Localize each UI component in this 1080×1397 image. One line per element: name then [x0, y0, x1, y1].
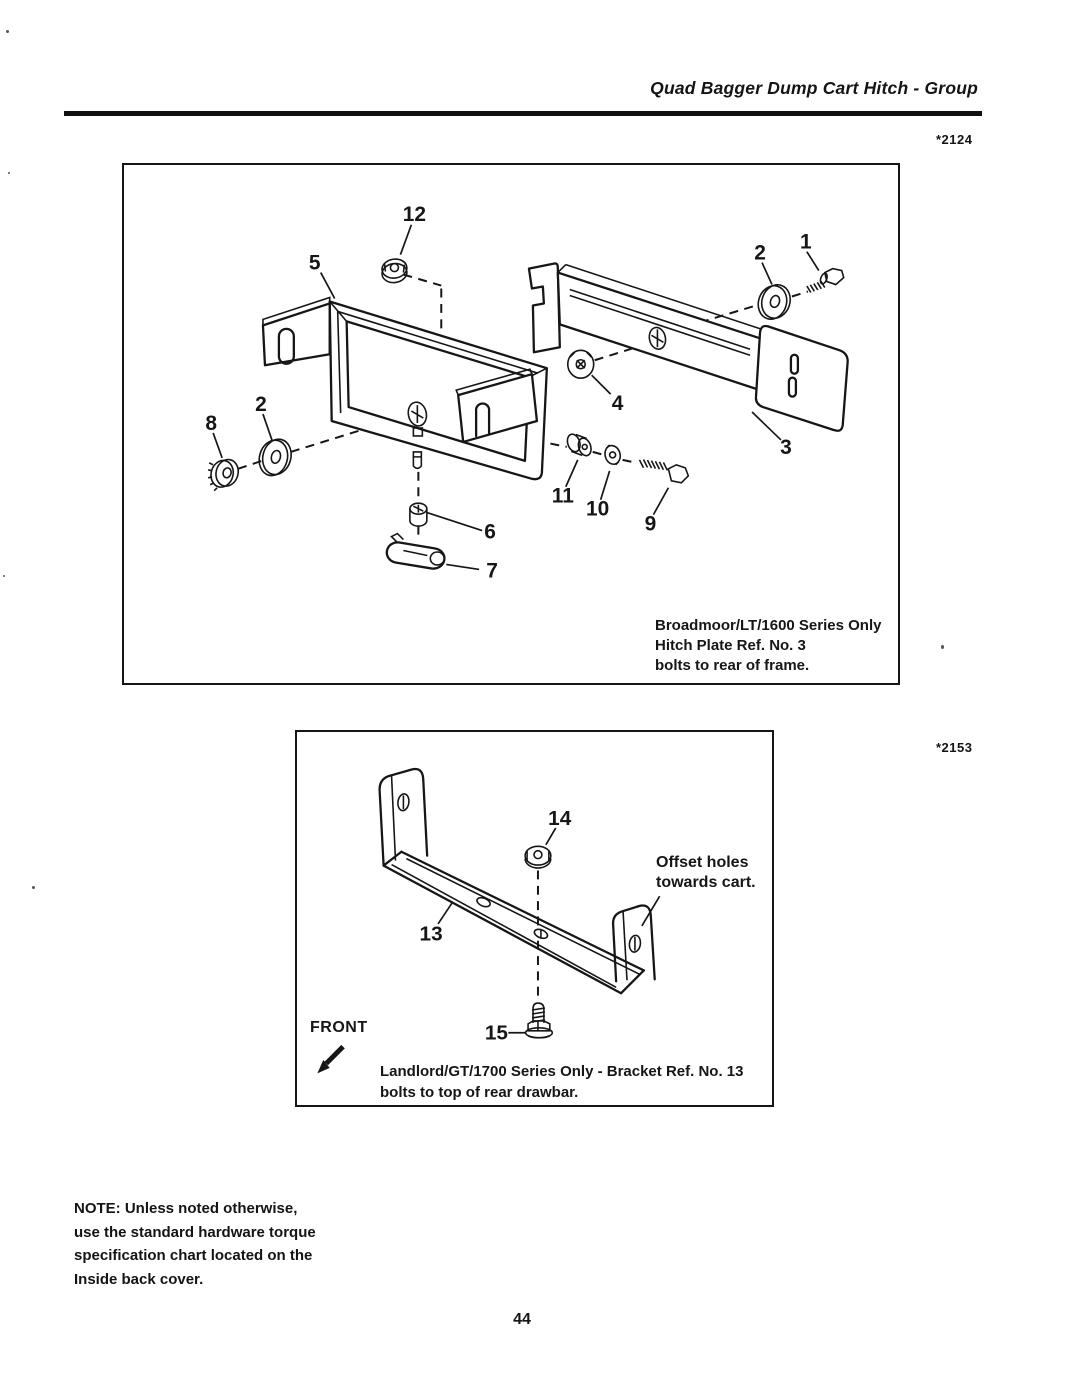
figure2-diagram: 13 14 15: [317, 767, 661, 1074]
label-part8: 8: [205, 412, 217, 435]
nut-part10: [604, 444, 622, 466]
bolt-part1: [806, 267, 845, 293]
note-line3: specification chart located on the: [74, 1247, 313, 1264]
note-line1: NOTE: Unless noted otherwise,: [74, 1200, 298, 1217]
label-part11: 11: [552, 485, 574, 508]
nut-part4: [566, 349, 595, 379]
header-rule: [64, 111, 982, 116]
label-part5: 5: [309, 252, 321, 275]
bracket-part13: [378, 767, 656, 995]
page-number: 44: [513, 1311, 531, 1328]
annotation-line1: Offset holes: [656, 854, 749, 871]
figure2-caption-line1: Landlord/GT/1700 Series Only - Bracket R…: [380, 1063, 744, 1080]
front-label: FRONT: [310, 1019, 368, 1036]
label-part14: 14: [548, 807, 572, 830]
figure2-number: *2153: [936, 740, 973, 755]
hardware-torque-note: NOTE: Unless noted otherwise, use the st…: [74, 1197, 316, 1291]
scan-speck: [6, 30, 9, 33]
pin-and-spacer6: [409, 451, 428, 527]
page-title: Quad Bagger Dump Cart Hitch - Group: [650, 78, 978, 98]
nut-part8: [207, 458, 240, 492]
leader-lines2: [437, 827, 661, 1034]
scan-speck: [8, 172, 10, 174]
scan-speck: [32, 886, 35, 889]
figure1-caption-line3: bolts to rear of frame.: [655, 657, 810, 674]
bolt-part15: [524, 1002, 554, 1039]
figure1-caption-line2: Hitch Plate Ref. No. 3: [655, 637, 806, 654]
nut-part14: [524, 845, 552, 869]
bolt-part9: [638, 459, 690, 484]
hitch-plate-part3: [527, 262, 849, 432]
label-part10: 10: [586, 498, 609, 521]
label-part3: 3: [780, 436, 792, 459]
figure1-caption-line1: Broadmoor/LT/1600 Series Only: [655, 617, 882, 634]
figure2-caption-line2: bolts to top of rear drawbar.: [380, 1084, 579, 1101]
figure2-frame: 13 14 15 Offset holes towards cart. FRON…: [295, 730, 774, 1107]
label-part2-right: 2: [754, 242, 766, 265]
offset-holes-annotation: Offset holes towards cart.: [656, 853, 756, 893]
label-part4: 4: [612, 392, 624, 415]
note-line2: use the standard hardware torque: [74, 1223, 316, 1241]
annotation-line2: towards cart.: [656, 874, 756, 891]
spacer-part11: [566, 433, 592, 457]
label-part7: 7: [486, 559, 498, 582]
part-labels2: 13 14 15: [420, 807, 572, 1045]
figure1-frame: 1 2 2 3 4 5 6 7 8 9 10 11 12 Broadmoor/L…: [122, 163, 900, 685]
leader-lines: [212, 224, 820, 571]
label-part1: 1: [800, 231, 812, 254]
nut-part12: [381, 258, 408, 284]
washer-part2-left: [258, 438, 292, 477]
label-part13: 13: [420, 923, 443, 946]
figure1-diagram: 1 2 2 3 4 5 6 7 8 9 10 11 12: [205, 203, 849, 583]
figure2-caption: Landlord/GT/1700 Series Only - Bracket R…: [380, 1061, 743, 1103]
front-arrow-icon: [317, 1044, 345, 1074]
label-part15: 15: [485, 1022, 508, 1045]
scan-speck: [941, 645, 944, 649]
clip-part7: [385, 532, 446, 570]
label-part12: 12: [403, 203, 426, 226]
scan-speck: [3, 575, 5, 577]
bracket-part5: [261, 296, 549, 481]
part-labels: 1 2 2 3 4 5 6 7 8 9 10 11 12: [205, 203, 812, 583]
washer-part2-right: [757, 284, 792, 320]
label-part6: 6: [484, 521, 496, 544]
figure1-caption: Broadmoor/LT/1600 Series Only Hitch Plat…: [655, 616, 881, 676]
label-part9: 9: [645, 513, 657, 536]
note-line4: Inside back cover.: [74, 1270, 204, 1288]
label-part2-left: 2: [255, 393, 267, 416]
figure1-number: *2124: [936, 132, 973, 147]
